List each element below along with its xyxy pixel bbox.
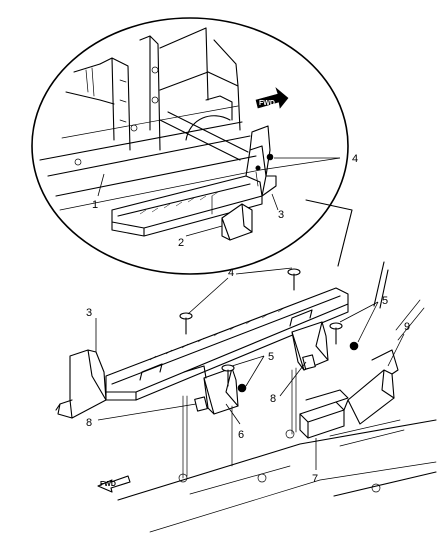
callout-2: 2 <box>178 237 184 249</box>
bolt-icon <box>266 153 274 161</box>
step-rail-main <box>105 287 349 401</box>
callout-8-right: 8 <box>270 393 276 405</box>
clip-nut-right <box>302 354 316 370</box>
callout-5-upper: 5 <box>382 295 388 307</box>
callout-4-detail: 4 <box>352 153 358 165</box>
end-bracket <box>55 349 107 419</box>
step-rail-detail <box>111 125 277 237</box>
center-bracket <box>183 365 239 415</box>
callout-9: 9 <box>404 321 410 333</box>
callout-3-detail: 3 <box>278 209 284 221</box>
bolt-icon <box>221 364 235 387</box>
nut-icon <box>237 383 247 393</box>
callout-6: 6 <box>238 429 244 441</box>
callout-7: 7 <box>312 473 318 485</box>
clip-nut-left <box>194 396 208 412</box>
leader-lines <box>95 157 405 470</box>
detail-to-main-leader <box>305 199 353 267</box>
bracket-2 <box>211 195 253 241</box>
side-panel <box>343 261 425 425</box>
nut-icon <box>349 341 359 351</box>
rocker-block <box>299 389 349 439</box>
body-pillar <box>65 27 241 151</box>
callout-1: 1 <box>92 199 98 211</box>
callout-numbers: 1 2 3 4 4 5 5 3 8 8 6 7 9 <box>86 153 410 485</box>
detail-view: FWD <box>31 17 349 275</box>
main-view: FWD <box>55 261 437 533</box>
fwd-arrow-label: FWD <box>259 100 275 107</box>
fwd-arrow-lower: FWD <box>97 475 131 493</box>
bolt-icon <box>329 322 343 345</box>
callout-5-lower: 5 <box>268 351 274 363</box>
callout-4-main: 4 <box>228 267 234 279</box>
fwd-arrow-upper: FWD <box>255 87 289 109</box>
callout-3-main: 3 <box>86 307 92 319</box>
floor-panel <box>117 419 437 533</box>
fwd-arrow-label: FWD <box>100 481 116 488</box>
bolt-icon <box>287 268 301 291</box>
bolt-icon <box>179 312 193 335</box>
callout-8-left: 8 <box>86 417 92 429</box>
bolt-icon <box>255 165 261 171</box>
sill-rail <box>39 105 261 211</box>
detail-circle <box>31 17 349 275</box>
